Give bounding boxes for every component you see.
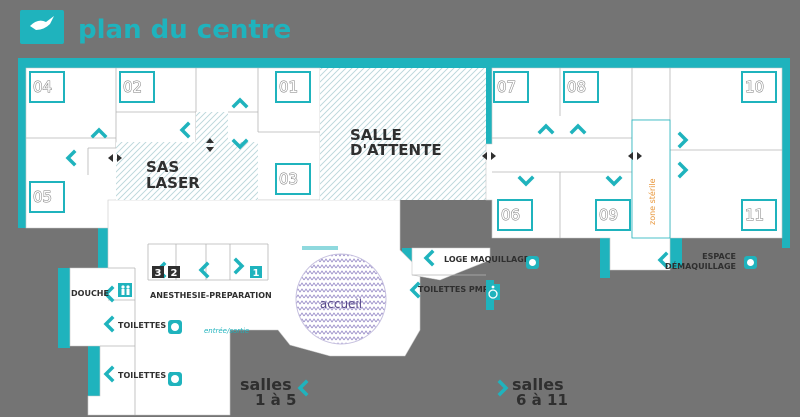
page-title: plan du centre xyxy=(78,15,291,45)
sas-laser-passage xyxy=(196,112,228,142)
chevron-left-icon xyxy=(657,251,669,269)
chevron-up-icon xyxy=(90,127,108,139)
logo xyxy=(20,10,64,44)
room-08-box[interactable] xyxy=(563,71,599,103)
chevron-left-icon xyxy=(423,249,435,267)
booth-3-label: 3 xyxy=(155,268,162,279)
left-wing-walls xyxy=(26,68,320,415)
chevron-down-icon xyxy=(517,175,535,187)
sas-laser-label-line1: SAS xyxy=(146,158,179,176)
chevron-down-icon xyxy=(605,175,623,187)
room-05-number: 05 xyxy=(33,188,52,206)
room-05-box[interactable] xyxy=(29,181,65,213)
room-08-number: 08 xyxy=(567,78,586,96)
chevron-right-icon xyxy=(233,257,245,275)
room-boxes xyxy=(29,71,777,231)
booth-2-badge[interactable] xyxy=(168,266,180,278)
chevron-left-icon xyxy=(65,149,77,167)
mens-toilets-label: TOILETTES H xyxy=(118,371,176,380)
waiting-room-label-line2: D'ATTENTE xyxy=(350,141,442,159)
makeup-removal-label-line1: ESPACE xyxy=(702,252,736,261)
sas-laser-zone xyxy=(116,142,258,200)
shower-people-icon xyxy=(118,283,132,297)
facility-icons xyxy=(118,256,757,386)
reception-desk: accueil xyxy=(295,246,387,345)
chevron-down-icon xyxy=(231,138,249,150)
room-02-box[interactable] xyxy=(119,71,155,103)
room-07-box[interactable] xyxy=(493,71,529,103)
womens-toilets-label: TOILETTES F xyxy=(118,321,174,330)
anesthesia-label: ANESTHESIE-PREPARATION xyxy=(150,291,272,300)
double-arrow-icon xyxy=(206,138,214,152)
room-07-number: 07 xyxy=(497,78,516,96)
double-arrow-icon xyxy=(628,152,642,160)
waiting-room-label-line1: SALLE xyxy=(350,126,402,144)
sterile-zone-label: zone stérile xyxy=(647,178,657,225)
chevron-left-icon xyxy=(103,315,115,333)
room-09-number: 09 xyxy=(599,206,618,224)
room-10-box[interactable] xyxy=(741,71,777,103)
double-arrows xyxy=(108,138,642,162)
rooms-6-11-range: 6 à 11 xyxy=(516,391,568,409)
chevron-up-icon xyxy=(231,97,249,109)
chevron-right-icon xyxy=(497,379,509,397)
sterile-zone xyxy=(631,119,671,239)
room-06-box[interactable] xyxy=(497,199,533,231)
room-09-box[interactable] xyxy=(595,199,631,231)
chevron-left-icon xyxy=(297,379,309,397)
hummingbird-logo-icon xyxy=(30,16,54,30)
room-03-box[interactable] xyxy=(275,163,311,195)
chevron-left-icon xyxy=(103,365,115,383)
room-11-box[interactable] xyxy=(741,199,777,231)
double-arrow-icon xyxy=(108,154,122,162)
room-04-box[interactable] xyxy=(29,71,65,103)
chevron-right-icon xyxy=(677,161,689,179)
makeup-removal-label-line2: DÉMAQUILLAGE xyxy=(665,260,736,271)
room-02-number: 02 xyxy=(123,78,142,96)
entrance-exit-label: entrée/sortie xyxy=(204,327,249,335)
rooms-1-5-range: 1 à 5 xyxy=(255,391,296,409)
pmr-toilets-label: TOILETTES PMR xyxy=(418,285,489,294)
rooms-6-11-word: salles xyxy=(512,375,564,394)
makeup-room-label: LOGE MAQUILLAGE xyxy=(444,255,529,264)
booth-3-badge[interactable] xyxy=(152,266,164,278)
booth-1-label: 1 xyxy=(253,268,260,279)
room-04-number: 04 xyxy=(33,78,52,96)
prep-booths: 3 2 1 xyxy=(152,266,262,279)
waiting-room-zone xyxy=(320,68,486,200)
room-06-number: 06 xyxy=(501,206,520,224)
reception-label: accueil xyxy=(320,297,362,311)
chevron-left-icon xyxy=(179,121,191,139)
rooms-1-5-word: salles xyxy=(240,375,292,394)
chevron-left-icon xyxy=(409,281,421,299)
room-10-number: 10 xyxy=(745,78,764,96)
shower-label: DOUCHE xyxy=(71,289,109,298)
sas-laser-label-line2: LASER xyxy=(146,174,200,192)
room-01-number: 01 xyxy=(279,78,298,96)
booth-1-badge[interactable] xyxy=(250,266,262,278)
chevron-up-icon xyxy=(537,123,555,135)
double-arrow-icon xyxy=(482,152,496,160)
booth-2-label: 2 xyxy=(171,268,178,279)
room-11-number: 11 xyxy=(745,206,764,224)
chevron-right-icon xyxy=(677,131,689,149)
room-01-box[interactable] xyxy=(275,71,311,103)
chevron-left-icon xyxy=(198,261,210,279)
chevron-left-icon xyxy=(103,285,115,303)
room-03-number: 03 xyxy=(279,170,298,188)
chevron-up-icon xyxy=(569,123,587,135)
